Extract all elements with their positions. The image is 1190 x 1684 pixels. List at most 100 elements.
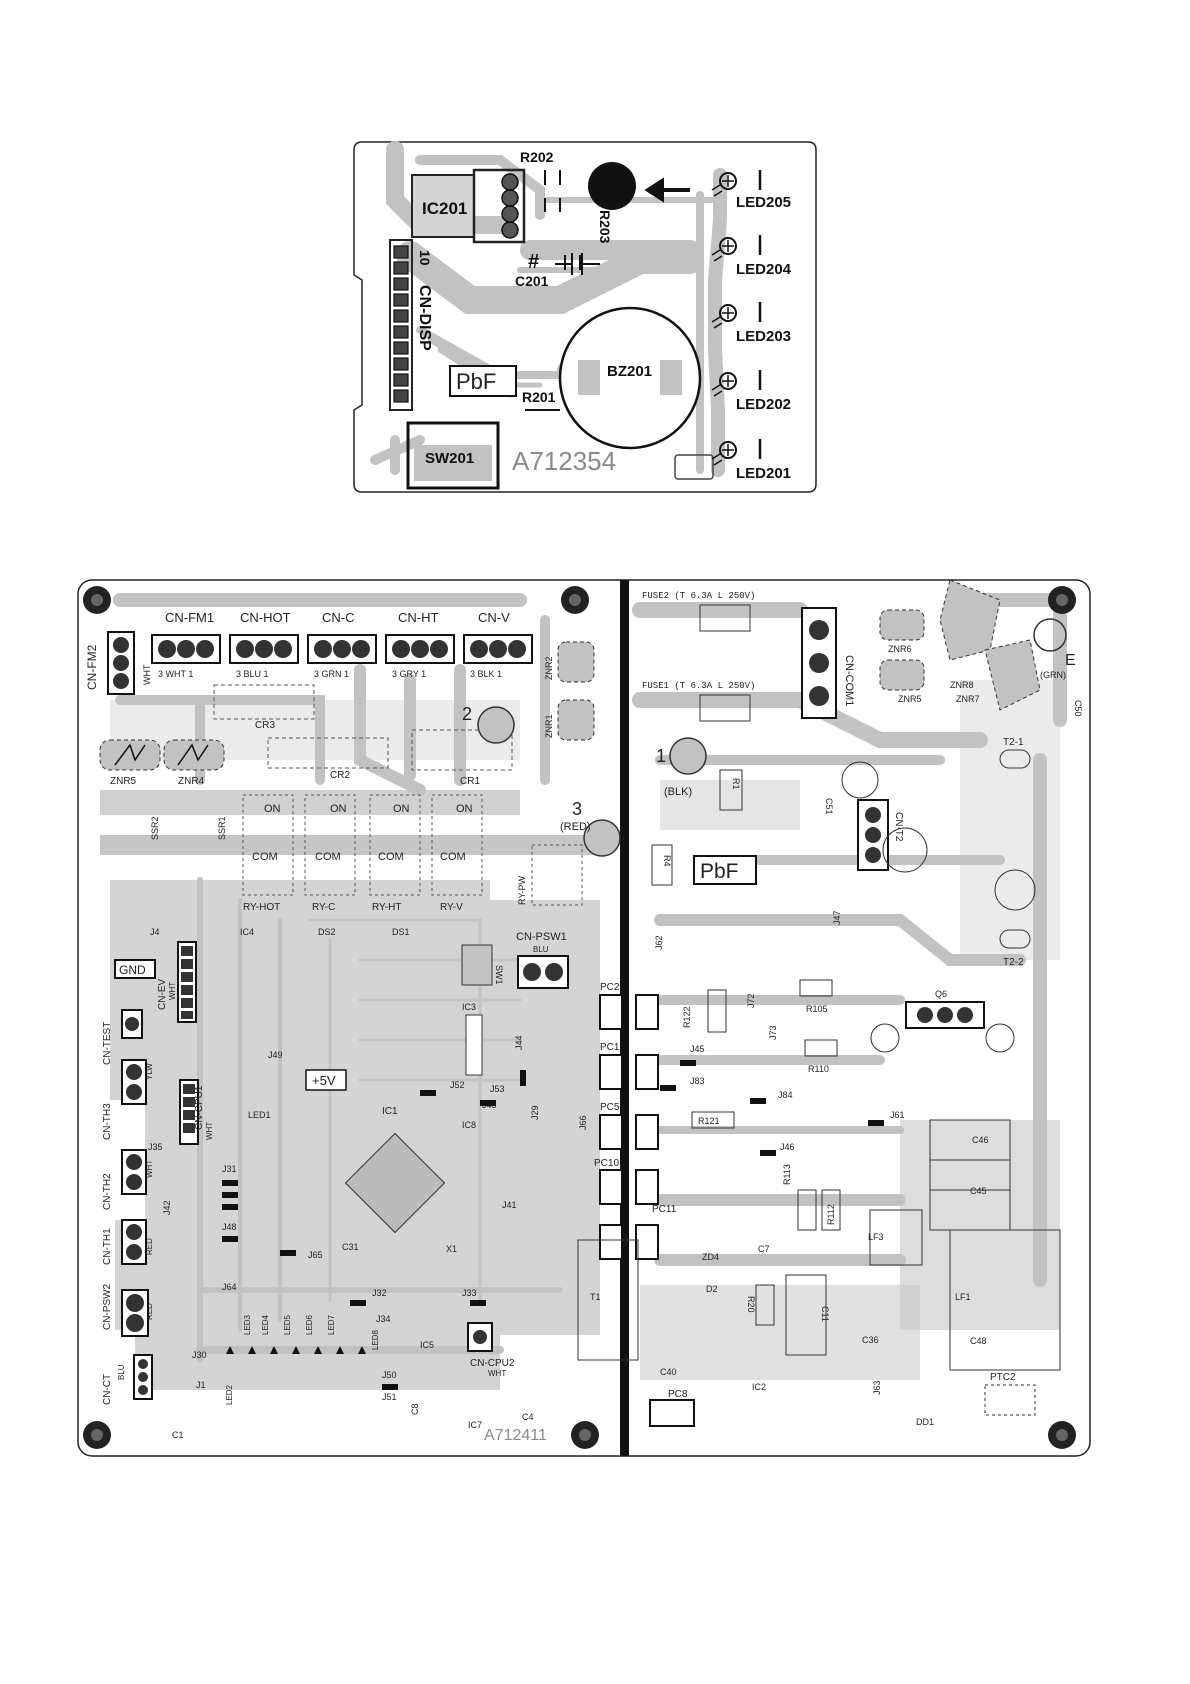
r121-body [691, 1111, 735, 1129]
cn-cpu1-pins [183, 1084, 195, 1133]
cn-th1-pin2 [126, 1244, 142, 1260]
cn-t2-pins [865, 807, 881, 863]
r112-body [821, 1189, 841, 1231]
r121-label: R121 [698, 1116, 720, 1126]
znr1-label: ZNR1 [544, 714, 554, 738]
c46-label: C46 [972, 1135, 989, 1145]
c11-body [785, 1274, 827, 1356]
transformer-pad [882, 827, 928, 873]
r202-label: R202 [520, 149, 554, 165]
cn-ht-label: CN-HT [398, 610, 438, 625]
dd1-label: DD1 [916, 1417, 934, 1427]
cn-ev-pins [181, 946, 193, 1019]
j33-label: J33 [462, 1288, 477, 1298]
fuse2 [699, 604, 751, 632]
led204-label: LED204 [736, 261, 792, 278]
c4-label: C4 [522, 1412, 534, 1422]
cr1-outline [411, 729, 513, 771]
ry-hot-on: ON [264, 803, 281, 815]
ry-v-label: RY-V [440, 902, 463, 913]
r110-body [804, 1039, 838, 1057]
j44-label: J44 [514, 1035, 524, 1050]
led8-label: LED8 [371, 1329, 380, 1350]
cn-test-label: CN-TEST [102, 1022, 113, 1065]
ry-hot-com: COM [252, 851, 278, 863]
c201-mark: # [528, 251, 539, 273]
cn-disp-pin10-label: 10 [417, 250, 433, 266]
r20-body [755, 1284, 775, 1326]
led2-label: LED2 [225, 1384, 234, 1405]
cn-fm2-pins [113, 637, 129, 689]
cn-psw1-pin2 [545, 963, 563, 981]
cn-th1-label: CN-TH1 [102, 1228, 113, 1265]
terminal-3-label: 3 [572, 799, 582, 819]
ic1-mcu [344, 1132, 446, 1234]
c45-label: C45 [970, 1186, 987, 1196]
cn-fm2-wire: WHT [142, 664, 152, 685]
cn-psw2-pin1 [126, 1294, 144, 1312]
r113-label: R113 [782, 1164, 792, 1185]
q6-label: Q6 [935, 989, 947, 999]
main-pbf-box [693, 855, 757, 885]
ic1-label: IC1 [382, 1106, 398, 1117]
ic201-label: IC201 [422, 199, 467, 218]
terminal-1 [669, 737, 707, 775]
znr-left: ZNR5 ZNR4 [99, 739, 225, 787]
sw1-switch [461, 944, 493, 986]
ry-ht-on: ON [393, 803, 410, 815]
lf1-body [949, 1229, 1061, 1371]
led3-label: LED3 [243, 1314, 252, 1335]
c50-label: C50 [1073, 700, 1083, 717]
ry-v-on: ON [456, 803, 473, 815]
r122-label: R122 [682, 1006, 692, 1028]
blk-label: (BLK) [664, 786, 692, 798]
cr1-label: CR1 [460, 776, 480, 787]
cn-psw1-label: CN-PSW1 [516, 931, 567, 943]
cr3-outline [213, 684, 315, 720]
ry-c-on: ON [330, 803, 347, 815]
c8-label: C8 [410, 1403, 420, 1415]
znr5-label: ZNR5 [898, 694, 922, 704]
j42-label: J42 [162, 1200, 172, 1215]
main-board: CN-FM2 WHT CN-FM1 3 WHT 1 CN-HOT 3 BLU 1… [77, 579, 1091, 1457]
pbf-box [449, 365, 517, 397]
opto-couplers: PC2 PC1 PC5 PC10 PC11 PC8 [594, 982, 695, 1427]
j83-label: J83 [690, 1076, 705, 1086]
r105-label: R105 [806, 1004, 828, 1014]
cn-ct-pins [138, 1359, 148, 1395]
cn-cpu2-wire: WHT [488, 1369, 506, 1378]
c51-label: C51 [824, 798, 834, 815]
ry-ht-label: RY-HT [372, 902, 401, 913]
connector-cn-fm1: CN-FM1 3 WHT 1 [151, 610, 221, 679]
cn-th3-wire: YLW [145, 1063, 154, 1080]
j30-label: J30 [192, 1350, 207, 1360]
r201-label: R201 [522, 389, 556, 405]
connector-cn-c: CN-C 3 GRN 1 [307, 610, 377, 679]
r113-body [797, 1189, 817, 1231]
e-label: E [1065, 652, 1076, 669]
arrow-icon [644, 177, 690, 203]
j35-label: J35 [148, 1142, 163, 1152]
j34-label: J34 [376, 1314, 391, 1324]
j61-label: J61 [890, 1110, 905, 1120]
cn-th2-pin2 [126, 1174, 142, 1190]
ptc2-label: PTC2 [990, 1372, 1016, 1383]
j47-label: J47 [832, 910, 842, 925]
pc1-label: PC1 [600, 1042, 620, 1053]
ssr1-label: SSR1 [217, 816, 227, 840]
j51-label: J51 [382, 1392, 397, 1402]
j52-label: J52 [450, 1080, 465, 1090]
led202-label: LED202 [736, 396, 791, 413]
ic5-label: IC5 [420, 1340, 434, 1350]
relays: ON COM RY-HOT ON COM RY-C ON COM RY-HT O… [242, 794, 483, 913]
r112-label: R112 [826, 1204, 836, 1225]
d2-label: D2 [706, 1284, 718, 1294]
j62-label: J62 [654, 935, 664, 950]
led-205: LED205 [711, 170, 791, 211]
c201-label: C201 [515, 273, 549, 289]
earth-terminal [1033, 618, 1067, 652]
terminal-3 [583, 819, 621, 857]
relay-ry-v: ON COM RY-V [431, 794, 483, 913]
ry-c-label: RY-C [312, 902, 335, 913]
cn-psw2-pin2 [126, 1314, 144, 1332]
